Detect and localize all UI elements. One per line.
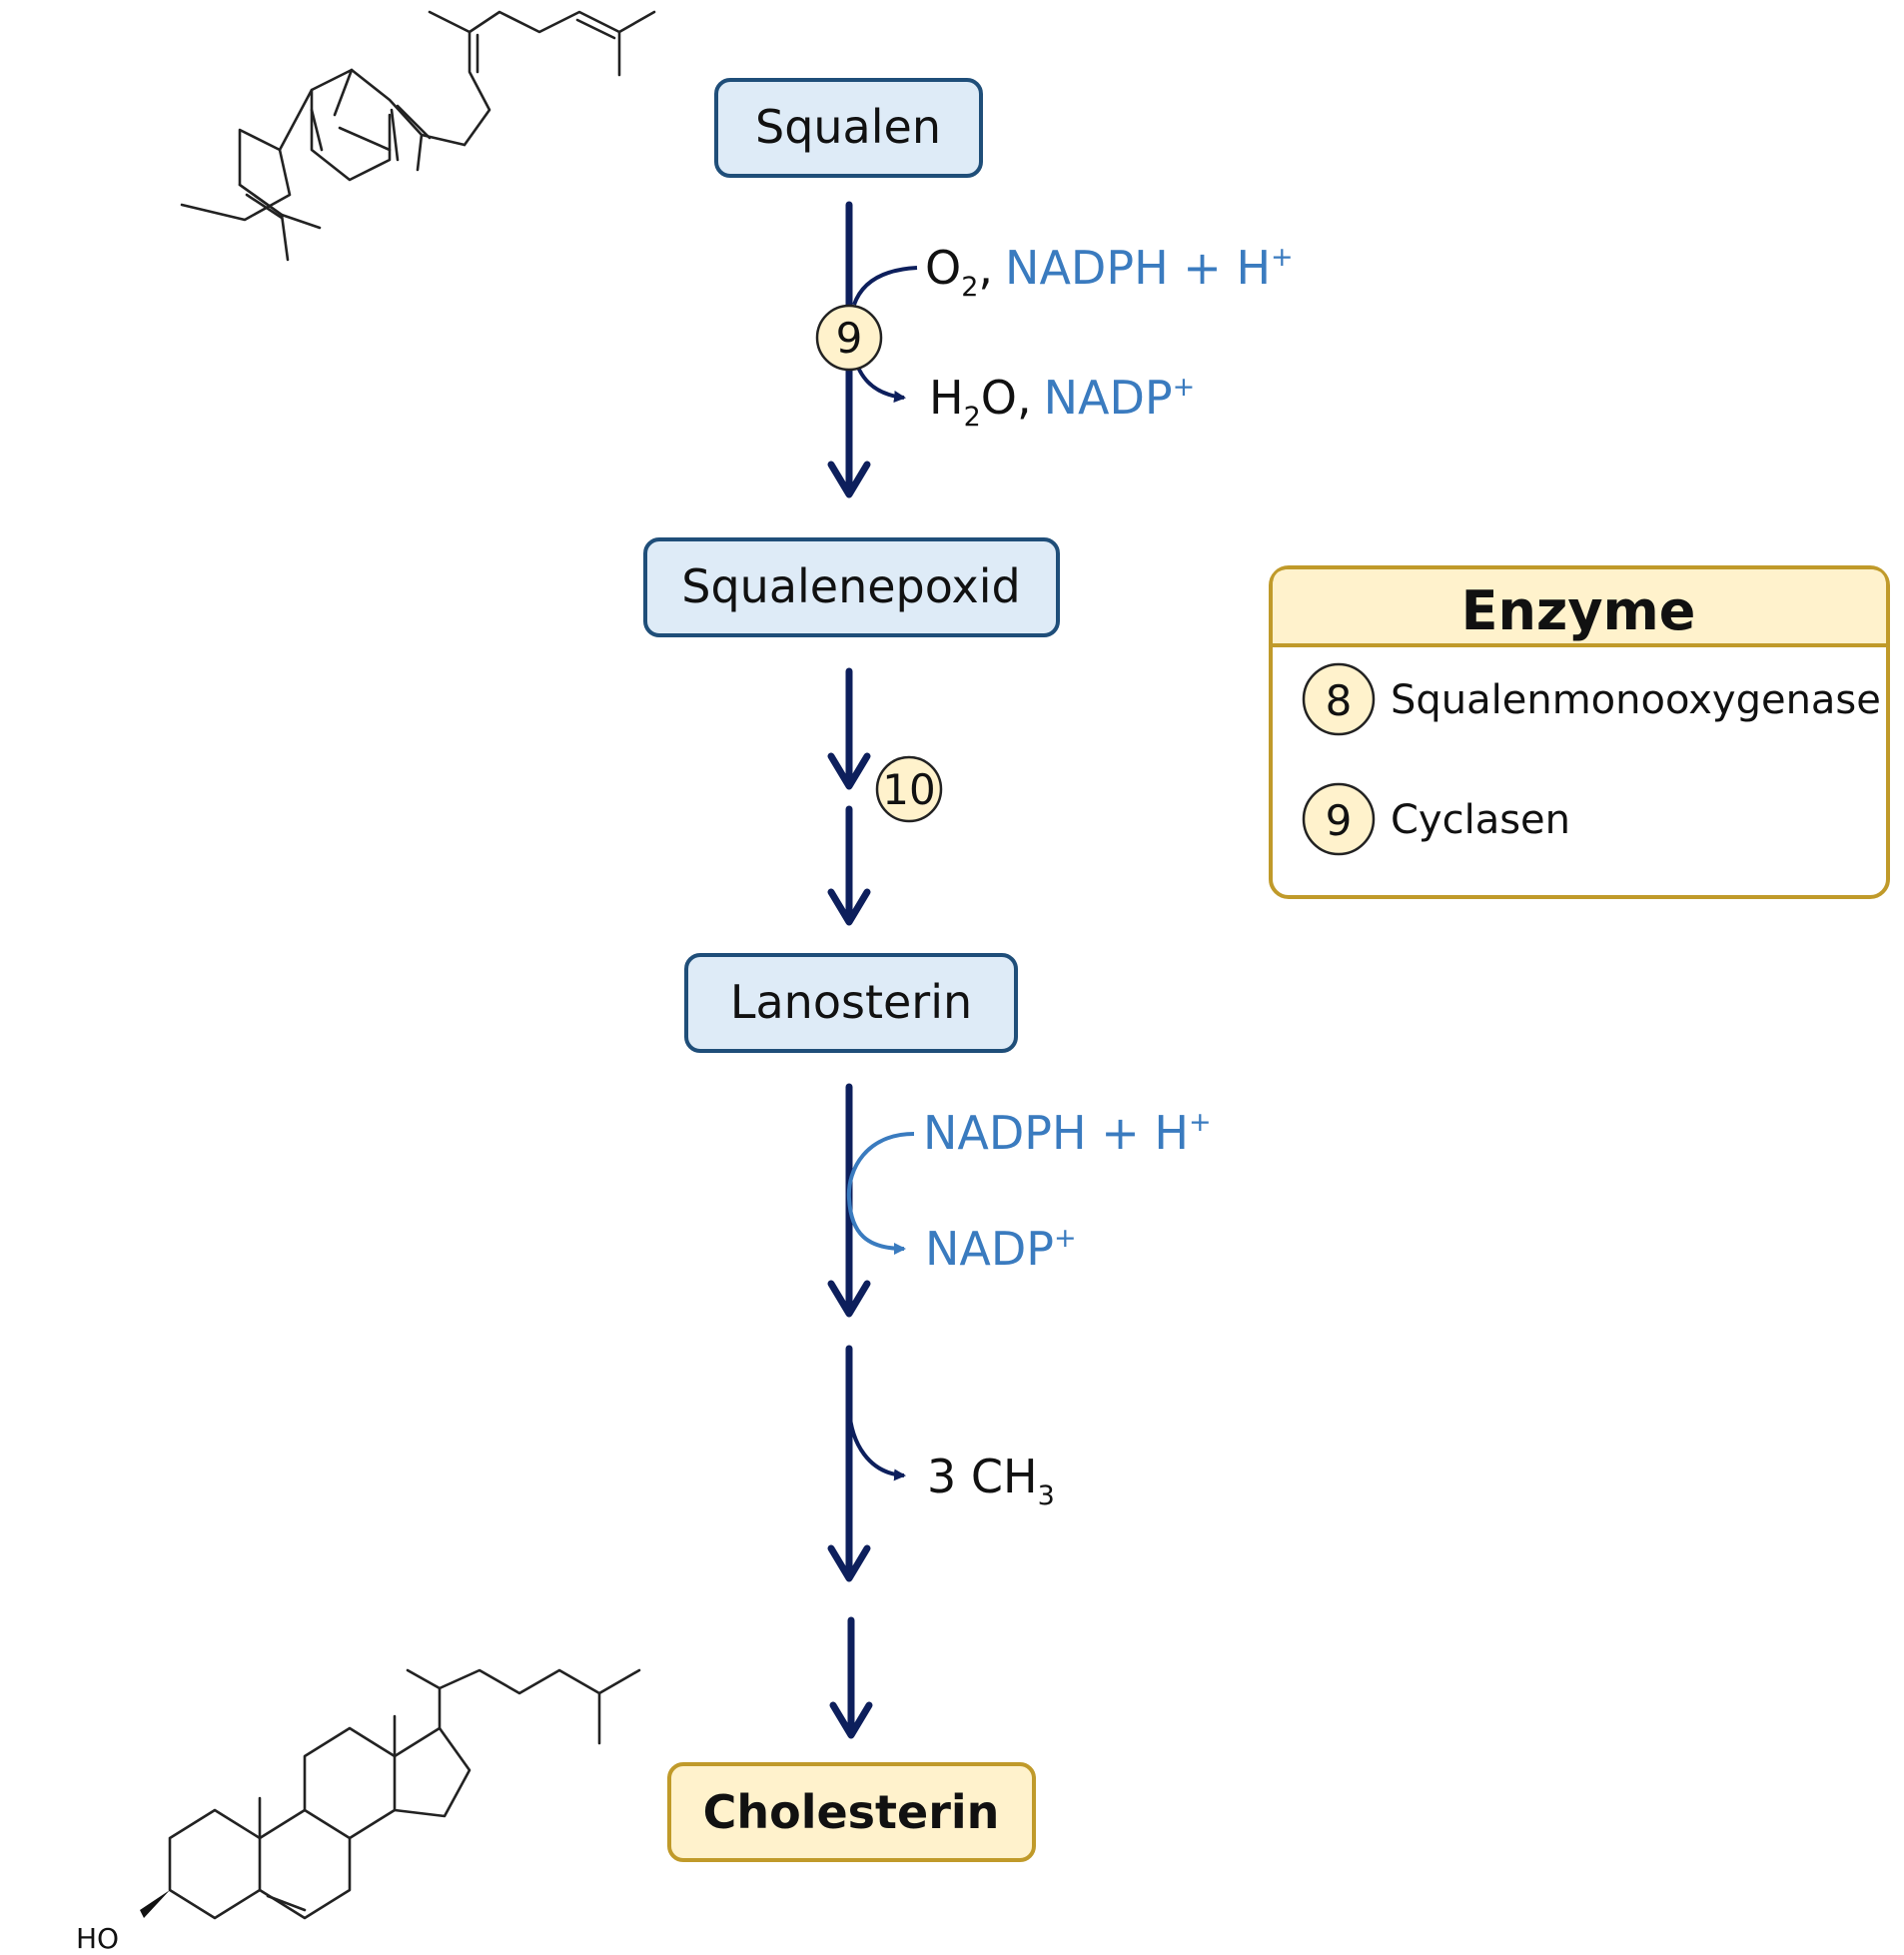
node-squalenepoxid-label: Squalenepoxid (681, 559, 1020, 613)
step1-input-cofactor-sup: + (1271, 242, 1294, 273)
step1-outputs: H2O,NADP+ (929, 371, 1195, 433)
enzyme-legend: Enzyme 8 Squalenmonooxygenase 9 Cyclasen (1269, 565, 1890, 899)
step4-output-sub: 3 (1038, 1480, 1055, 1511)
step4-output-prefix: 3 CH (927, 1450, 1038, 1503)
step1-input-o: O (925, 241, 961, 295)
step4-output: 3 CH3 (927, 1450, 1055, 1511)
step1-input-curve (852, 266, 918, 306)
step1-input-comma: , (978, 241, 993, 295)
arrow-to-cholesterin (829, 1616, 873, 1739)
legend-item-1-number: 8 (1326, 676, 1353, 725)
step1-input-cofactor: NADPH + H (1005, 241, 1271, 295)
node-cholesterin-label: Cholesterin (703, 1785, 1000, 1839)
squalene-structure (180, 10, 656, 262)
node-squalenepoxid[interactable]: Squalenepoxid (643, 537, 1060, 637)
step1-output-o: O, (981, 371, 1032, 425)
node-lanosterin[interactable]: Lanosterin (684, 953, 1018, 1053)
legend-title: Enzyme (1461, 579, 1696, 642)
step4-output-curve (847, 1408, 906, 1481)
node-cholesterin[interactable]: Cholesterin (667, 1762, 1036, 1862)
arrow-step4 (827, 1345, 871, 1582)
step1-input-o-sub: 2 (961, 272, 978, 303)
step1-inputs: O2,NADPH + H+ (925, 241, 1294, 303)
step2-enzyme-number: 10 (882, 765, 935, 814)
step3-cofactor-curve (846, 1132, 915, 1255)
legend-item-2-label: Cyclasen (1391, 797, 1570, 843)
node-squalen[interactable]: Squalen (714, 78, 983, 178)
step3-output: NADP+ (925, 1222, 1077, 1276)
step3-input-cofactor-sup: + (1189, 1107, 1212, 1138)
arrow-epoxid-step2b-to-lanosterin (827, 805, 871, 926)
node-lanosterin-label: Lanosterin (730, 975, 972, 1029)
step3-input: NADPH + H+ (923, 1106, 1212, 1160)
legend-item-1-label: Squalenmonooxygenase (1391, 677, 1881, 723)
step2-enzyme-badge[interactable]: 10 (875, 755, 943, 823)
step1-enzyme-number: 9 (836, 314, 863, 363)
step3-output-cofactor-sup: + (1054, 1223, 1077, 1254)
hydroxyl-label: HO (76, 1922, 119, 1955)
legend-item-2-number: 9 (1326, 796, 1353, 845)
arrow-epoxid-step2a (827, 667, 871, 790)
step1-output-h-sub: 2 (964, 402, 981, 433)
node-squalen-label: Squalen (755, 100, 941, 154)
step1-enzyme-badge[interactable]: 9 (815, 304, 883, 372)
step1-output-h: H (929, 371, 964, 425)
step1-output-cofactor-sup: + (1173, 372, 1196, 403)
legend-item-2: 9 Cyclasen (1302, 782, 1570, 856)
step3-output-cofactor: NADP (925, 1222, 1054, 1276)
cholesterol-structure: HO (76, 1668, 641, 1955)
step1-output-cofactor: NADP (1044, 371, 1173, 425)
step3-input-cofactor: NADPH + H (923, 1106, 1189, 1160)
legend-item-1: 8 Squalenmonooxygenase (1302, 662, 1881, 736)
